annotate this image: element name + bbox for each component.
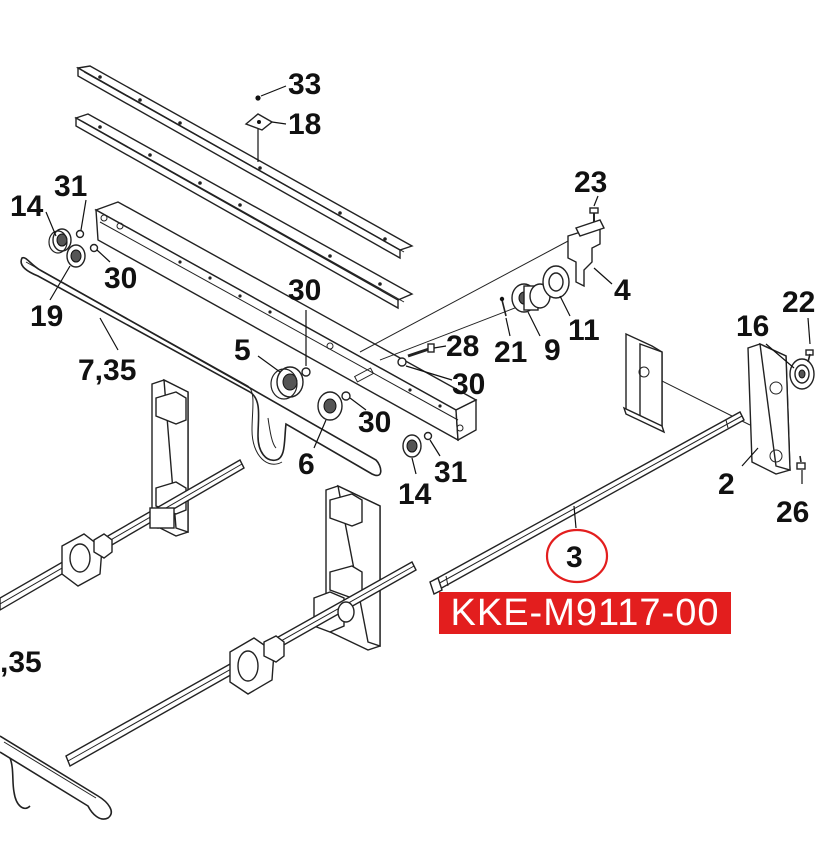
callout-33: 33: [288, 68, 321, 101]
washer-31-lower: [423, 431, 433, 441]
callout-35-lower: ,35: [0, 646, 42, 679]
pulley-5: [270, 366, 304, 400]
callout-21: 21: [494, 336, 527, 369]
lower-side-plate-right: [313, 484, 381, 651]
callout-31-lower: 31: [434, 456, 467, 489]
screw-33: [255, 95, 261, 101]
callout-22: 22: [782, 286, 815, 319]
callout-14-lower: 14: [398, 478, 432, 511]
screw-21: [499, 296, 507, 317]
callout-6: 6: [298, 448, 315, 481]
upper-rail-top: [75, 65, 414, 260]
callout-30-right: 30: [452, 368, 485, 401]
callout-18: 18: [288, 108, 321, 141]
side-plate-2: [747, 342, 791, 475]
callout-16: 16: [736, 310, 769, 343]
main-frame-beam: [94, 201, 478, 442]
callout-5: 5: [234, 334, 251, 367]
callout-31-upper: 31: [54, 170, 87, 203]
callout-23: 23: [574, 166, 607, 199]
washer-30-mid: [301, 367, 311, 377]
screw-28: [407, 343, 435, 358]
callout-28: 28: [446, 330, 479, 363]
projection-line-1: [359, 239, 571, 353]
pulley-6: [317, 391, 343, 421]
callout-11: 11: [568, 314, 600, 347]
washer-30-right: [397, 357, 407, 367]
washer-30-lower: [341, 391, 351, 401]
callout-30-upper: 30: [104, 262, 137, 295]
callout-3: 3: [566, 541, 583, 574]
upper-rail-bottom: [74, 113, 414, 310]
part-code-label: KKE-M9117-00: [439, 592, 731, 634]
bracket-4: [567, 219, 605, 288]
belt-7-35-lower: [0, 735, 113, 820]
callout-7-35-upper: 7,35: [78, 354, 136, 387]
bearing-19: [66, 244, 86, 268]
pulley-14-upper: [48, 228, 72, 254]
collar-11: [542, 265, 570, 299]
screw-22: [805, 349, 814, 363]
highlight-circle: [545, 528, 609, 584]
callout-4: 4: [614, 274, 631, 307]
side-plate-back: [622, 332, 666, 434]
callout-14-upper: 14: [10, 190, 44, 223]
pulley-14-lower: [402, 434, 422, 458]
callout-19: 19: [30, 300, 63, 333]
screw-23: [589, 207, 599, 222]
callout-9: 9: [544, 334, 561, 367]
washer-30-upper: [89, 243, 99, 253]
callout-26: 26: [776, 496, 809, 529]
callout-2: 2: [718, 468, 735, 501]
lower-shaft-upper: [0, 459, 245, 611]
lower-shaft-lower: [65, 561, 417, 768]
callout-30-lower: 30: [358, 406, 391, 439]
washer-31-upper: [75, 229, 85, 239]
callout-30-mid: 30: [288, 274, 321, 307]
belt-7-35-upper: [20, 256, 382, 477]
screw-26: [796, 455, 806, 470]
bearing-16: [789, 358, 815, 390]
shaft-3: [429, 411, 745, 595]
